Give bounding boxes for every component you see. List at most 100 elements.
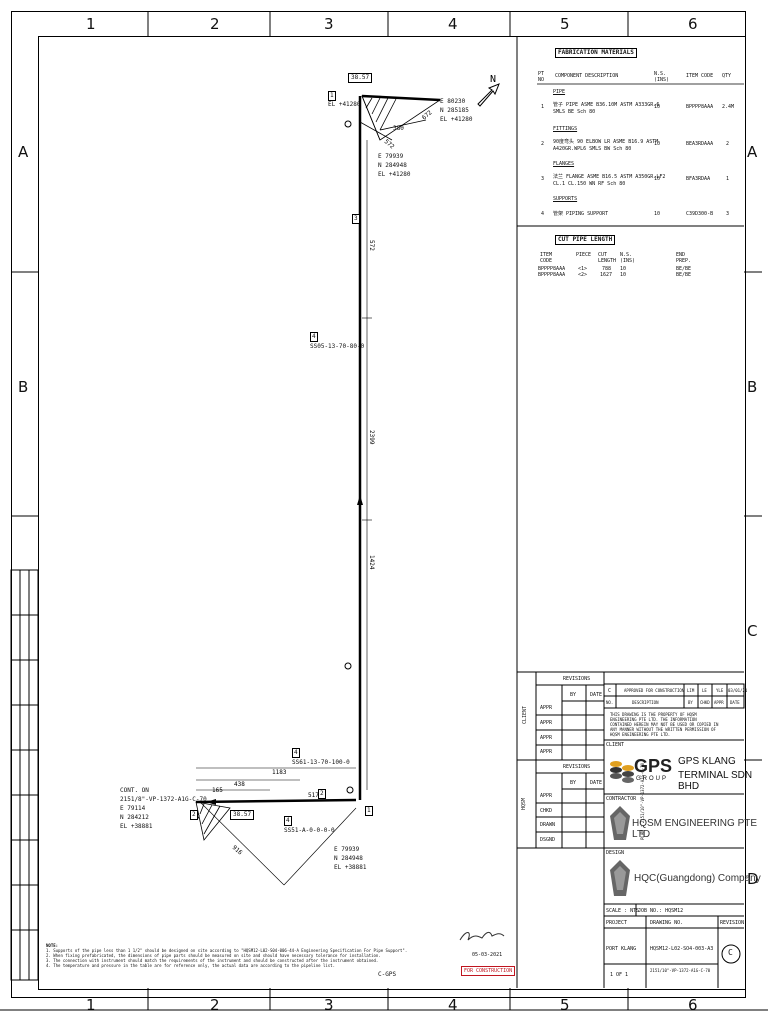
bottom-elevation: EL +38881: [334, 864, 367, 871]
fab-row-3-desc: 法兰 FLANGE ASME B16.5 ASTM A350GR.LF2: [553, 174, 666, 180]
cut-pipe-title: CUT PIPE LENGTH: [555, 235, 616, 245]
client-name-2: TERMINAL SDN BHD: [678, 770, 753, 792]
zone-col-1-bottom: 1: [86, 996, 96, 1014]
zone-col-2-top: 2: [210, 15, 220, 33]
rev-chkd-hqsm: CHKD: [540, 808, 553, 814]
cut-header-ns: N.S. (INS): [620, 252, 636, 264]
weld-marker: [346, 786, 354, 794]
property-notice: THIS DRAWING IS THE PROPERTY OF HQSM ENG…: [610, 712, 719, 737]
cut-header-end: END PREP.: [676, 252, 692, 264]
angle-box-top: 38.57: [348, 73, 373, 83]
rev-head-chkd: CHKD: [700, 700, 710, 705]
fab-row-1-desc: 管子 PIPE ASME B36.10M ASTM A333GR.6: [553, 102, 660, 108]
north-label: N: [490, 74, 496, 85]
svg-text:438: 438: [234, 781, 245, 788]
fab-section-supports: SUPPORTS: [553, 196, 578, 202]
weld-marker: [344, 120, 352, 128]
cut-row-1-length: 788: [602, 266, 612, 272]
zone-col-1-top: 1: [86, 15, 96, 33]
rev-head-desc: DESCRIPTION: [632, 700, 659, 705]
mid-north: N 284948: [378, 162, 407, 169]
support-tag-top: 4: [310, 332, 318, 342]
fab-row-2-desc2: A420GR.WPL6 SMLS BW Sch 80: [553, 146, 632, 152]
zone-col-3-top: 3: [324, 15, 334, 33]
mid-elevation: EL +41280: [378, 171, 411, 178]
fab-row-3-ns: 10: [654, 176, 661, 182]
cut-header-code: ITEM CODE: [540, 252, 553, 264]
north-arrow-icon: [477, 83, 500, 107]
rev-head-appr: APPR: [714, 700, 724, 705]
component-tag: 2: [318, 789, 326, 799]
rev-date-hqsm: DATE: [590, 780, 603, 786]
project-label: PROJECT: [606, 920, 628, 926]
fab-section-flanges: FLANGES: [553, 161, 575, 167]
fab-section-pipe: PIPE: [553, 89, 566, 95]
cut-row-2-code: BPPPP8AAA: [538, 272, 566, 278]
stamp-for-construction: FOR CONSTRUCTION: [461, 966, 516, 976]
zone-row-d-right: D: [747, 870, 759, 888]
component-tag: 2: [190, 810, 198, 820]
svg-text:1183: 1183: [272, 769, 287, 776]
note-4: 4. The temperature and pressure in the t…: [46, 963, 335, 968]
line-number: 2151/10"-VP-1372-A1G-C-70: [650, 968, 711, 973]
cut-row-1-code: BPPPP8AAA: [538, 266, 566, 272]
rev-drawn-hqsm: DRAWN: [540, 822, 556, 828]
support-tag-bottom2: 4: [284, 816, 292, 826]
revisions-title-client: REVISIONS: [563, 676, 591, 682]
client-name-1: GPS KLANG: [678, 756, 736, 767]
bottom-east: E 79939: [334, 846, 360, 853]
rev-row-chkd: LE: [702, 688, 707, 693]
gps-logo-icon: [610, 761, 634, 783]
fab-materials-title: FABRICATION MATERIALS: [555, 48, 637, 58]
fab-row-4-code: C39D300-B: [686, 211, 714, 217]
drawing-inner-frame: [38, 36, 746, 990]
continuation-label: CONT. ON: [120, 787, 149, 794]
rev-appr-3: APPR: [540, 735, 553, 741]
zone-col-4-top: 4: [448, 15, 458, 33]
job-number: JOB NO.: HQSM12: [638, 908, 684, 914]
gps-group-text: GROUP: [636, 776, 669, 782]
support-code-bottom: SS61-13-70-100-0: [292, 759, 350, 766]
scale-label: SCALE : NTS: [606, 908, 640, 914]
svg-text:517: 517: [308, 792, 319, 799]
angle-box-bottom: 38.57: [230, 810, 255, 820]
svg-text:1424: 1424: [368, 555, 375, 570]
sheet-count: 1 OF 1: [610, 972, 629, 978]
continuation-elevation: EL +38881: [120, 823, 153, 830]
revisions-title-hqsm: REVISIONS: [563, 764, 591, 770]
zone-col-6-bottom: 6: [688, 996, 698, 1014]
project-name: PORT KLANG: [606, 946, 637, 952]
revision-letter: C: [728, 948, 733, 957]
design-name: HQC(Guangdong) Company: [634, 873, 761, 884]
fab-row-1-ns: 10: [654, 104, 661, 110]
continuation-line: 2151/8"-VP-1372-A1G-C-70: [120, 796, 207, 803]
note-1: 1. Supports of the pipe less than 1 1/2"…: [46, 948, 408, 953]
zone-row-a-right: A: [747, 143, 758, 161]
fab-row-1-pt: 1: [541, 104, 545, 110]
cut-row-1-piece: <1>: [578, 266, 588, 272]
signature-image: [459, 931, 505, 941]
zone-col-2-bottom: 2: [210, 996, 220, 1014]
cut-row-1-end: BE/BE: [676, 266, 692, 272]
fab-row-2-pt: 2: [541, 141, 545, 147]
continuation-east: E 79114: [120, 805, 146, 812]
drawing-number: HQSM12-L02-SO4-003-A3: [650, 946, 714, 952]
rev-row-appr: YLE: [716, 688, 724, 693]
svg-text:2399: 2399: [368, 430, 375, 445]
fab-header-qty: QTY: [722, 73, 732, 79]
component-tag: 1: [365, 806, 373, 816]
zone-col-5-top: 5: [560, 15, 570, 33]
fab-row-2-ns: 10: [654, 141, 661, 147]
svg-text:165: 165: [212, 787, 223, 794]
support-tag-bottom: 4: [292, 748, 300, 758]
fab-row-3-code: BFA3RDAA: [686, 176, 711, 182]
fab-header-desc: COMPONENT DESCRIPTION: [555, 73, 619, 79]
cut-row-2-ns: 10: [620, 272, 627, 278]
zone-col-4-bottom: 4: [448, 996, 458, 1014]
note-2: 2. When fixing prefabricated, the dimens…: [46, 953, 381, 958]
fab-row-4-ns: 10: [654, 211, 661, 217]
fab-row-2-qty: 2: [726, 141, 730, 147]
fab-header-ns: N.S. (INS): [654, 71, 670, 83]
